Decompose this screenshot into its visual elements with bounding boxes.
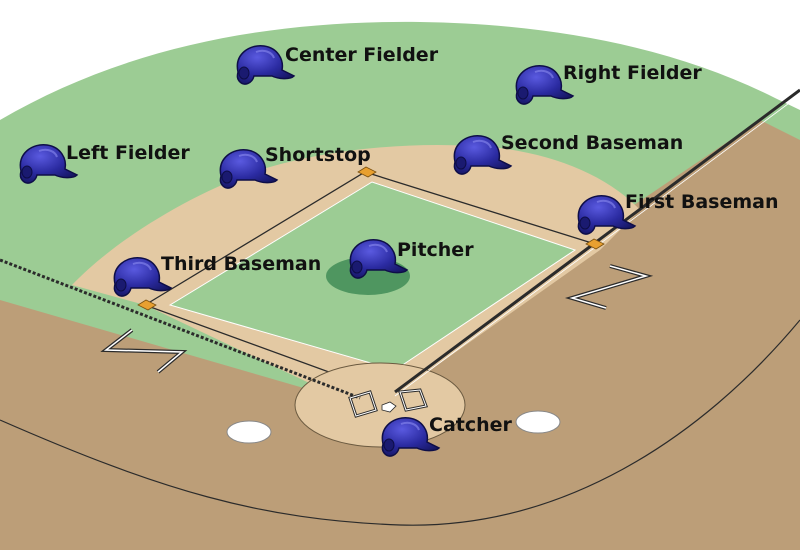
right-fielder-label: Right Fielder	[563, 62, 702, 84]
shortstop-label: Shortstop	[265, 144, 371, 166]
first-base-coach-box-chalk	[569, 265, 649, 309]
first-baseman-label: First Baseman	[625, 191, 779, 213]
third-base-coach-box-chalk	[103, 329, 185, 373]
on-deck-circle-right	[515, 410, 561, 434]
on-deck-circle-left	[226, 420, 272, 444]
center-fielder-label: Center Fielder	[285, 44, 439, 66]
third-base-foul-line	[0, 258, 361, 400]
third-base-icon	[137, 299, 157, 311]
second-base-icon	[357, 166, 377, 178]
pitcher-label: Pitcher	[397, 239, 474, 261]
second-baseman-label: Second Baseman	[501, 132, 683, 154]
first-base-icon	[585, 238, 605, 250]
third-baseman-label: Third Baseman	[161, 253, 321, 275]
warning-track-line	[0, 319, 800, 526]
left-fielder-label: Left Fielder	[66, 142, 190, 164]
batters-boxes	[348, 388, 429, 418]
home-plate-icon	[381, 401, 397, 413]
catcher-label: Catcher	[429, 414, 513, 436]
foul-territory	[0, 120, 800, 550]
player-positions: Center Fielder Right Fielder Left Fielde…	[19, 44, 779, 457]
